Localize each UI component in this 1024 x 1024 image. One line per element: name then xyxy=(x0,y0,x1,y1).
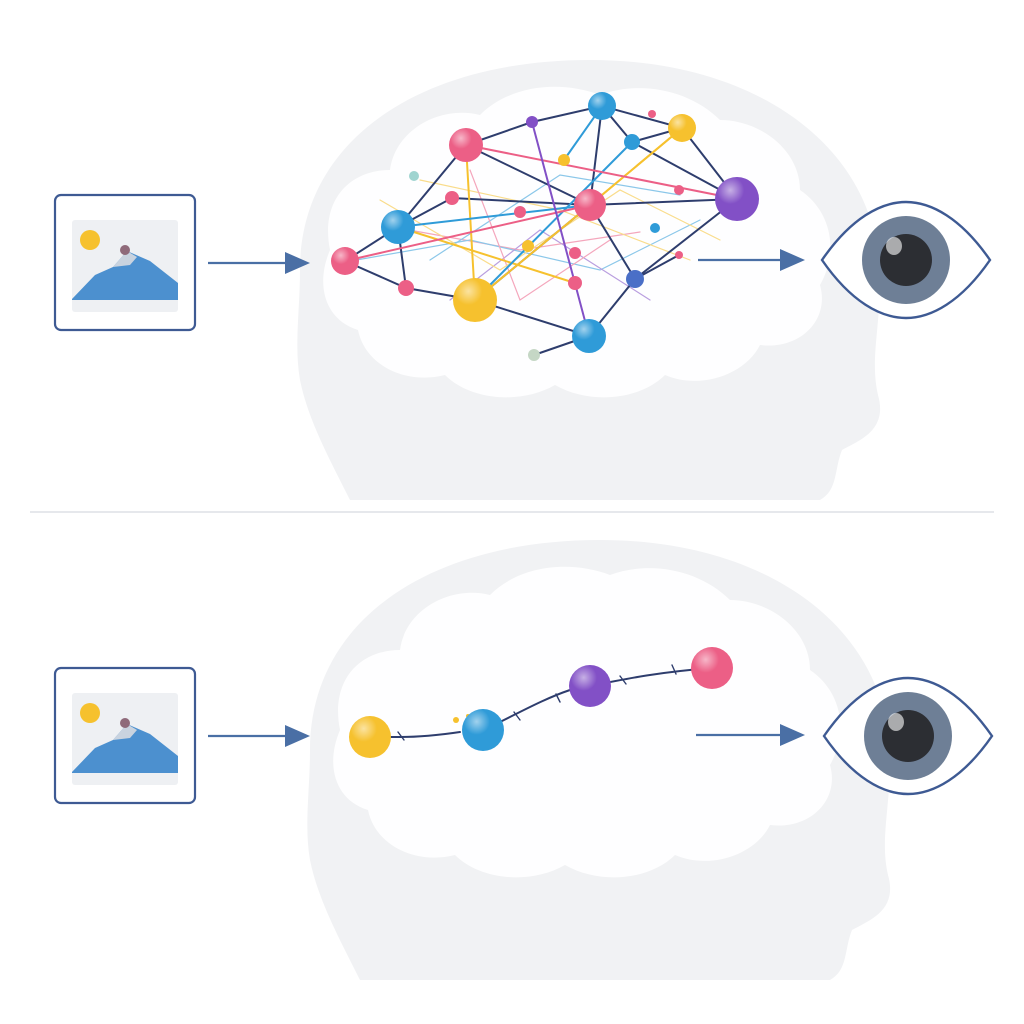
chain-graph xyxy=(349,647,733,758)
node-yellow xyxy=(349,716,391,758)
panel-bottom xyxy=(53,540,994,980)
node-pink-center xyxy=(574,189,606,221)
network-small-nodes xyxy=(398,110,684,361)
arrow-right-icon xyxy=(696,724,805,746)
node-pink-top xyxy=(449,128,483,162)
arrow-right-icon xyxy=(208,252,310,274)
network-graph xyxy=(331,92,759,361)
node-pink xyxy=(691,647,733,689)
node-yellow-top xyxy=(668,114,696,142)
node-purple-right xyxy=(715,177,759,221)
image-icon xyxy=(53,666,197,805)
panel-top xyxy=(53,60,992,500)
node-blue-left xyxy=(381,210,415,244)
arrow-right-icon xyxy=(698,249,805,271)
node-purple xyxy=(569,665,611,707)
chain-nodes xyxy=(349,647,733,758)
node-blue xyxy=(462,709,504,751)
network-large-nodes xyxy=(331,92,759,353)
node-blue-top xyxy=(588,92,616,120)
image-icon xyxy=(53,193,197,332)
head-silhouette-bottom xyxy=(307,540,891,980)
arrow-right-icon xyxy=(208,725,310,747)
node-blue-bottom xyxy=(572,319,606,353)
node-pink-left xyxy=(331,247,359,275)
node-yellow-bottom xyxy=(453,278,497,322)
